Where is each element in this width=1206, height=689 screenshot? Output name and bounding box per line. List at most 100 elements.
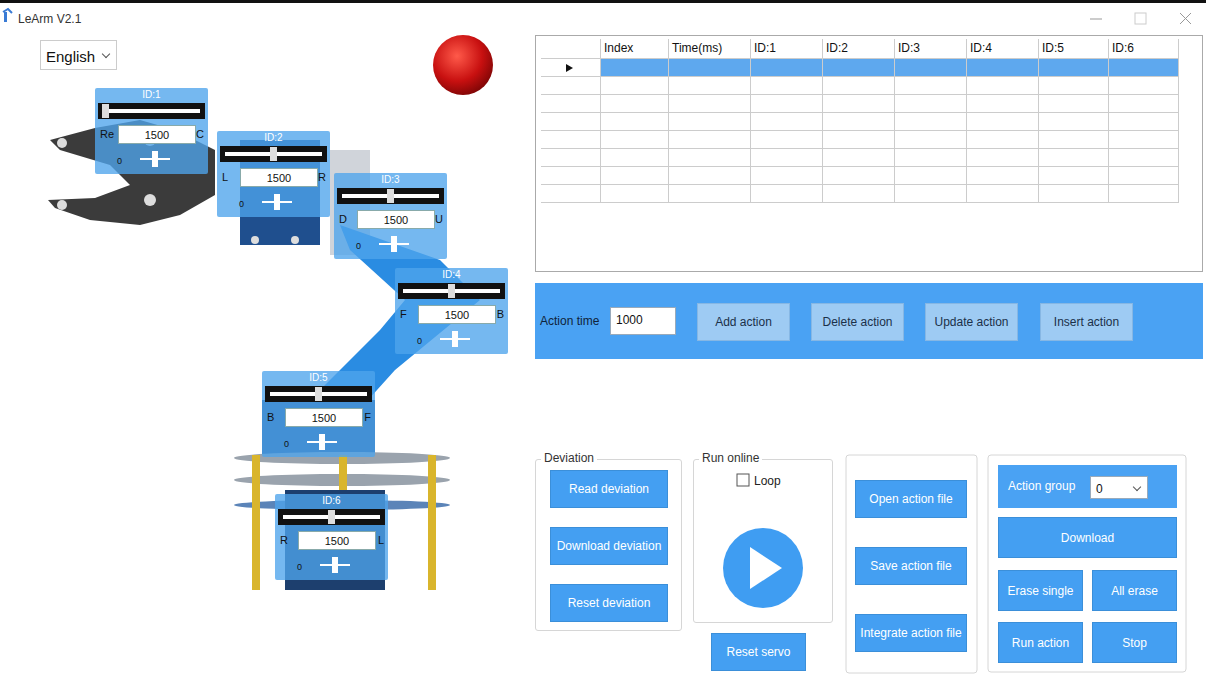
table-cell: [895, 95, 967, 113]
button-text: Save action file: [867, 559, 954, 573]
button-text: Update action: [931, 315, 1011, 329]
robot-arm: [48, 120, 480, 590]
command-button: Reset servo: [711, 633, 806, 671]
action-button: Update action: [925, 303, 1018, 341]
table-cell: [601, 77, 669, 95]
slider-thumb: [315, 387, 322, 401]
table-cell: [1109, 95, 1179, 113]
table-header: ID:5: [1039, 39, 1109, 59]
table-cell: [823, 167, 895, 185]
table-cell: [967, 77, 1039, 95]
action-button: Delete action: [811, 303, 904, 341]
command-button: Reset deviation: [550, 584, 668, 622]
table-cell: [601, 185, 669, 203]
small-thumb: [332, 557, 338, 573]
min-value: 0: [417, 336, 422, 346]
action-group-band: Action group 0: [998, 465, 1177, 508]
header-text: ID:5: [1042, 41, 1064, 55]
table-cell: [823, 149, 895, 167]
value-text: 1500: [267, 172, 291, 184]
header-text: ID:2: [826, 41, 848, 55]
loop-checkbox: [737, 474, 749, 486]
direction-letter: D: [339, 213, 347, 225]
direction-letter: C: [196, 128, 204, 140]
button-text: Open action file: [866, 492, 955, 506]
button-text: Add action: [712, 315, 775, 329]
table-cell: [751, 131, 823, 149]
action-band-ground: [535, 283, 1203, 359]
small-thumb: [319, 434, 325, 450]
table-cell: [601, 131, 669, 149]
play-icon: [750, 547, 782, 589]
group-box: DeviationRead deviationDownload deviatio…: [535, 459, 682, 631]
row-header: [541, 167, 601, 185]
table-cell: [1039, 185, 1109, 203]
command-button: Download: [998, 517, 1177, 558]
servo-value-box: 1500: [418, 305, 496, 324]
small-thumb: [391, 236, 397, 252]
table-cell: [895, 113, 967, 131]
action-table: IndexTime(ms)ID:1ID:2ID:3ID:4ID:5ID:6: [535, 35, 1203, 272]
table-cell: [751, 185, 823, 203]
value-text: 1500: [445, 309, 469, 321]
command-button: Integrate action file: [855, 614, 967, 652]
table-cell: [895, 185, 967, 203]
band-label: Action time: [540, 314, 599, 328]
command-button: All erase: [1092, 570, 1177, 611]
row-header: [541, 113, 601, 131]
table-cell: [669, 185, 751, 203]
row-header: [541, 185, 601, 203]
row-header: [541, 149, 601, 167]
table-header: ID:6: [1109, 39, 1179, 59]
command-button: Download deviation: [550, 527, 668, 565]
table-cell: [967, 185, 1039, 203]
slider-bar: [278, 509, 385, 525]
table-header: ID:2: [823, 39, 895, 59]
group-title: Deviation: [541, 451, 597, 465]
servo-value-box: 1500: [240, 168, 318, 187]
action-band: Action time1000Add actionDelete actionUp…: [535, 283, 1203, 359]
servo-value-box: 1500: [357, 210, 435, 229]
top-edge: [0, 0, 1206, 3]
group-box: Run onlineLoop: [693, 459, 833, 623]
table-cell: [967, 167, 1039, 185]
servo-panel: ID:6RL01500: [275, 494, 388, 580]
table-cell: [751, 95, 823, 113]
table-cell: [751, 77, 823, 95]
file-group-box: [846, 455, 977, 673]
table-cell: [601, 59, 669, 77]
table-header: ID:1: [751, 39, 823, 59]
button-text: Reset servo: [723, 645, 793, 659]
direction-letter: Re: [100, 128, 114, 140]
table-cell: [601, 167, 669, 185]
language-dropdown: English: [40, 40, 117, 70]
table-cell: [823, 113, 895, 131]
table-cell: [1109, 59, 1179, 77]
slider-bar: [398, 283, 505, 299]
table-cell: [751, 167, 823, 185]
table-cell: [601, 149, 669, 167]
servo-value-box: 1500: [298, 531, 376, 550]
table-cell: [1039, 59, 1109, 77]
table-cell: [1109, 149, 1179, 167]
servo-id: ID:3: [334, 174, 447, 185]
table-cell: [895, 149, 967, 167]
servo-panel: ID:1ReC01500: [95, 88, 208, 174]
servo-panel: ID:2LR01500: [217, 131, 330, 217]
table-cell: [601, 95, 669, 113]
text-input: 0: [1090, 476, 1148, 499]
button-text: Erase single: [1004, 584, 1076, 598]
button-text: Reset deviation: [565, 596, 654, 610]
chevron: [102, 50, 110, 58]
small-thumb: [274, 194, 280, 210]
slider-groove: [103, 109, 200, 113]
min-value: 0: [284, 439, 289, 449]
servo-id: ID:6: [275, 495, 388, 506]
table-header: Time(ms): [669, 39, 751, 59]
band-label: Action group: [1008, 479, 1075, 493]
slider-thumb: [448, 284, 455, 298]
command-button: Open action file: [855, 480, 967, 518]
table-cell: [967, 113, 1039, 131]
table-cell: [967, 149, 1039, 167]
chevron: [1133, 482, 1141, 490]
